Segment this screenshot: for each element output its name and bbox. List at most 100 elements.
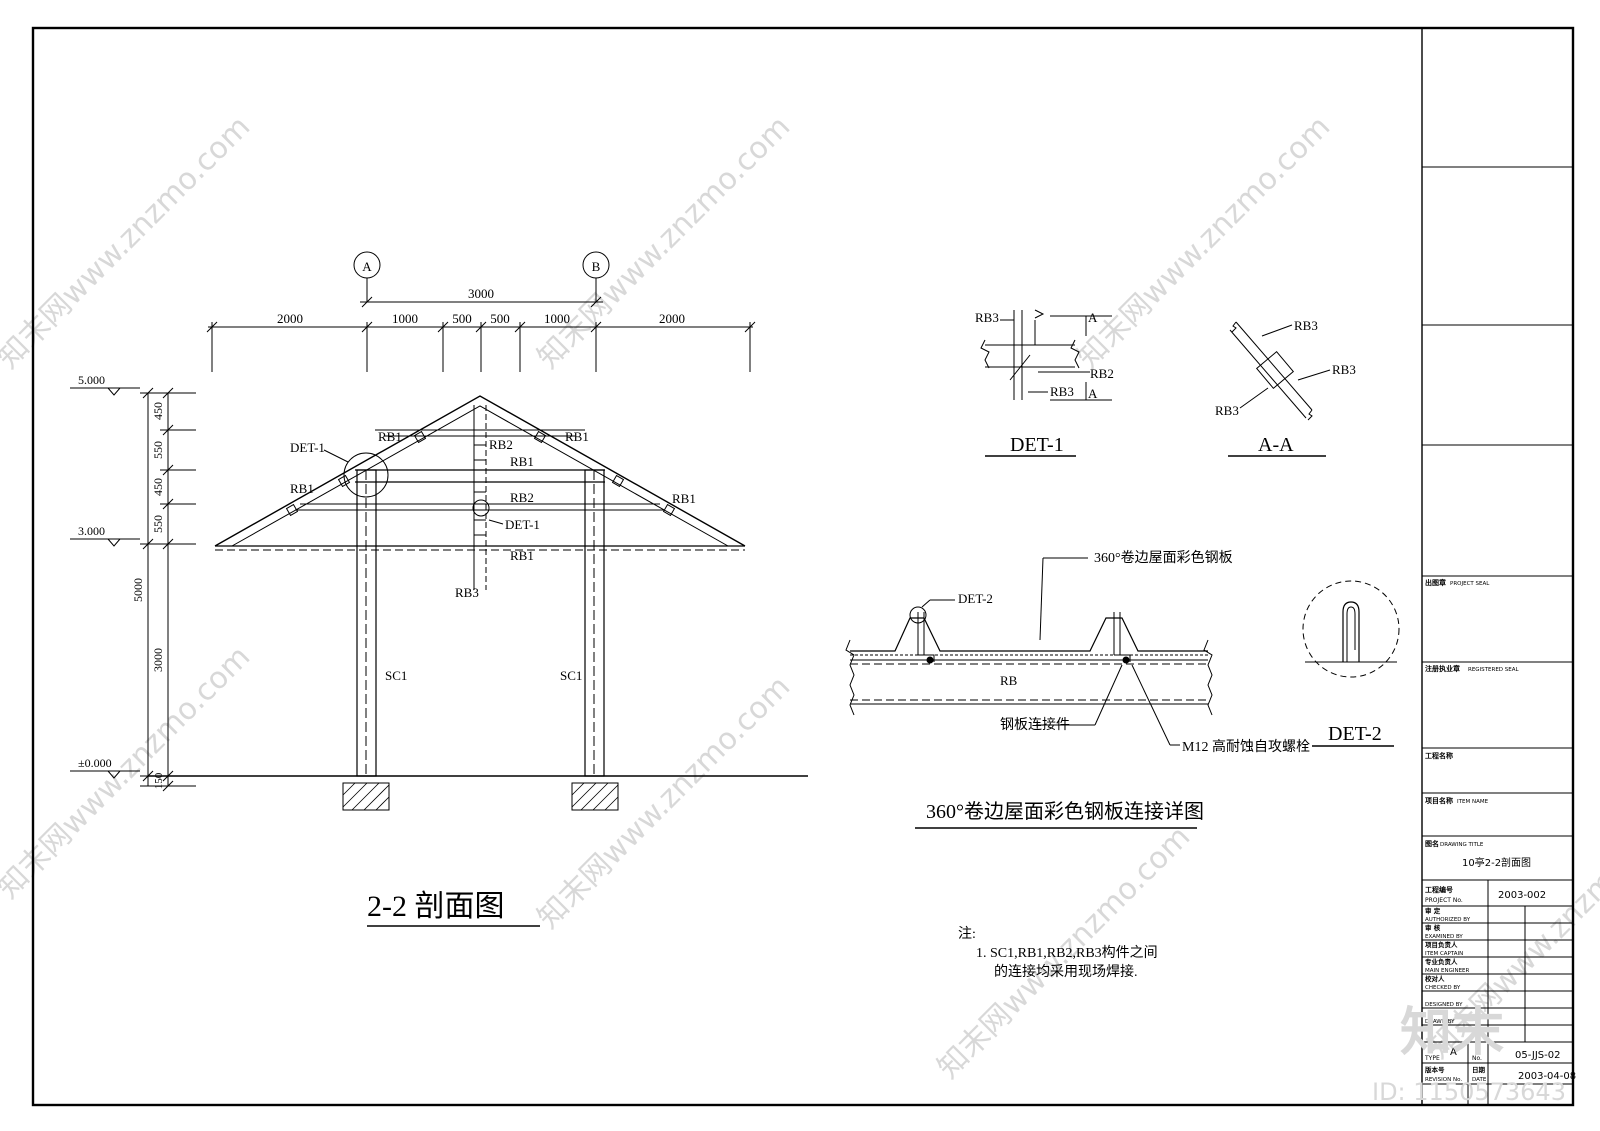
tb-examined: 审 核 [1425, 923, 1441, 932]
label-rb2-center: RB2 [510, 490, 534, 505]
seam-bolt-label: M12 高耐蚀自攻螺栓 [1182, 738, 1310, 755]
watermark-id: ID: 1150573643 [1372, 1078, 1566, 1106]
watermark: 知末网www.znzmo.com 知末网www.znzmo.com 知末网www… [0, 109, 1600, 1085]
det1-rb3-bottom: RB3 [1050, 384, 1074, 399]
tb-no: No. [1472, 1055, 1482, 1062]
watermark-text: 知末网www.znzmo.com [531, 109, 797, 375]
note-line-1: 1. SC1,RB1,RB2,RB3构件之间 [976, 945, 1158, 961]
label-rb1-center: RB1 [510, 454, 534, 469]
tb-project-name: 工程名称 [1425, 751, 1453, 760]
tb-project-seal: 出图章 [1425, 578, 1446, 587]
note-head: 注: [958, 926, 976, 942]
seam-title: 360°卷边屋面彩色钢板连接详图 [926, 800, 1204, 823]
tb-project-no-en: PROJECT No. [1425, 897, 1463, 904]
label-rb1-left: RB1 [290, 481, 314, 496]
detail-aa [1228, 321, 1331, 457]
axis-a-label: A [362, 259, 372, 274]
detail-seam-text: 360°卷边屋面彩色钢板 DET-2 RB 钢板连接件 M12 高耐蚀自攻螺栓 … [926, 549, 1310, 823]
watermark-text: 知末网www.znzmo.com [0, 109, 257, 375]
elevation-ground: ±0.000 [78, 756, 112, 770]
tb-checked: 校对人 [1425, 974, 1445, 983]
watermark-overlay: 知末 ID: 1150573643 [1372, 1003, 1566, 1106]
label-rb1-right-top: RB1 [565, 429, 589, 444]
tb-type-value: A [1450, 1047, 1457, 1058]
seam-sheet-label: 360°卷边屋面彩色钢板 [1094, 549, 1233, 566]
watermark-text: 知末网www.znzmo.com [531, 669, 797, 935]
detail-det2 [1302, 580, 1400, 747]
tb-drawing-title: 图名 [1425, 839, 1439, 848]
det2-title: DET-2 [1328, 723, 1382, 745]
tb-revision: 版本号 [1424, 1065, 1445, 1074]
tb-designed-en: DESIGNED BY [1425, 1002, 1463, 1008]
tb-date-value: 2003-04-08 [1518, 1071, 1576, 1082]
tb-date: 日期 [1472, 1065, 1486, 1074]
label-rb1-right: RB1 [672, 491, 696, 506]
detail-det1-text: RB3 RB2 RB3 A A DET-1 [975, 310, 1114, 456]
label-sc1-right: SC1 [560, 668, 582, 683]
dim-left-4: 550 [151, 515, 165, 533]
tb-drawn-en: DRAWN BY [1425, 1019, 1455, 1025]
dim-left-5: 5000 [131, 578, 145, 602]
dim-left-6: 3000 [151, 648, 165, 672]
dim-6: 2000 [659, 311, 685, 326]
dim-left-1: 450 [151, 402, 165, 420]
tb-no-value: 05-JJS-02 [1515, 1050, 1560, 1061]
elevation-top: 5.000 [78, 373, 105, 387]
dim-5: 1000 [544, 311, 570, 326]
watermark-logo: 知末 [1400, 1003, 1504, 1063]
tb-examined-en: EXAMINED BY [1425, 934, 1463, 940]
tb-project-no: 工程编号 [1425, 885, 1453, 894]
sheet-border [31, 26, 1575, 1107]
section-2-2-text: A B 3000 2000 1000 500 500 1000 2000 5.0… [78, 259, 696, 923]
tb-item-name: 项目名称 [1425, 796, 1453, 805]
dim-left-3: 450 [151, 478, 165, 496]
axis-b-label: B [592, 259, 601, 274]
watermark-text: 知末网www.znzmo.com [0, 639, 257, 905]
tb-engineer: 专业负责人 [1425, 957, 1458, 966]
label-det1: DET-1 [290, 440, 325, 455]
tb-drawing-title-value: 10亭2-2剖面图 [1462, 856, 1531, 869]
det1-section-a-bottom: A [1088, 386, 1098, 401]
det1-section-a-top: A [1088, 310, 1098, 325]
tb-drawing-title-en: DRAWING TITLE [1440, 842, 1484, 848]
det1-title: DET-1 [1010, 434, 1064, 456]
title-block-text: 出图章 PROJECT SEAL 注册执业章 REGISTERED SEAL 工… [1424, 578, 1576, 1083]
tb-project-seal-en: PROJECT SEAL [1450, 581, 1490, 587]
dim-left-2: 550 [151, 441, 165, 459]
tb-authorized-en: AUTHORIZED BY [1425, 917, 1471, 923]
dim-total: 3000 [468, 286, 494, 301]
detail-det1 [980, 309, 1112, 457]
label-rb1-bottom: RB1 [510, 548, 534, 563]
seam-det2-label: DET-2 [958, 591, 993, 606]
label-rb1-left-top: RB1 [378, 429, 402, 444]
det1-rb3-top: RB3 [975, 310, 999, 325]
seam-rb-label: RB [1000, 673, 1018, 688]
detail-seam [845, 557, 1213, 829]
tb-registered-seal: 注册执业章 [1425, 664, 1460, 673]
note-line-2: 的连接均采用现场焊接. [994, 963, 1138, 980]
tb-checked-en: CHECKED BY [1425, 985, 1461, 991]
elevation-mid: 3.000 [78, 524, 105, 538]
label-rb2-top: RB2 [489, 437, 513, 452]
aa-rb3-right: RB3 [1332, 362, 1356, 377]
seam-connector-label: 钢板连接件 [1000, 716, 1070, 733]
tb-item-name-en: ITEM NAME [1457, 799, 1489, 805]
dim-2: 1000 [392, 311, 418, 326]
tb-engineer-en: MAIN ENGINEER [1425, 968, 1470, 974]
tb-date-en: DATE [1472, 1077, 1487, 1083]
detail-aa-text: RB3 RB3 RB3 A-A [1215, 318, 1356, 456]
tb-captain: 项目负责人 [1425, 940, 1458, 949]
det1-rb2: RB2 [1090, 366, 1114, 381]
aa-rb3-left: RB3 [1215, 403, 1239, 418]
tb-captain-en: ITEM CAPTAIN [1425, 951, 1463, 957]
dim-1: 2000 [277, 311, 303, 326]
watermark-text: 知末网www.znzmo.com [1071, 109, 1337, 375]
tb-registered-seal-en: REGISTERED SEAL [1468, 667, 1520, 673]
notes: 注: 1. SC1,RB1,RB2,RB3构件之间 的连接均采用现场焊接. [958, 926, 1158, 980]
dim-left-7: 150 [153, 772, 165, 789]
section-2-2 [70, 251, 808, 927]
tb-authorized: 审 定 [1425, 906, 1441, 915]
title-block [1422, 166, 1573, 1105]
dim-3: 500 [452, 311, 472, 326]
tb-revision-en: REVISION No. [1425, 1077, 1462, 1083]
